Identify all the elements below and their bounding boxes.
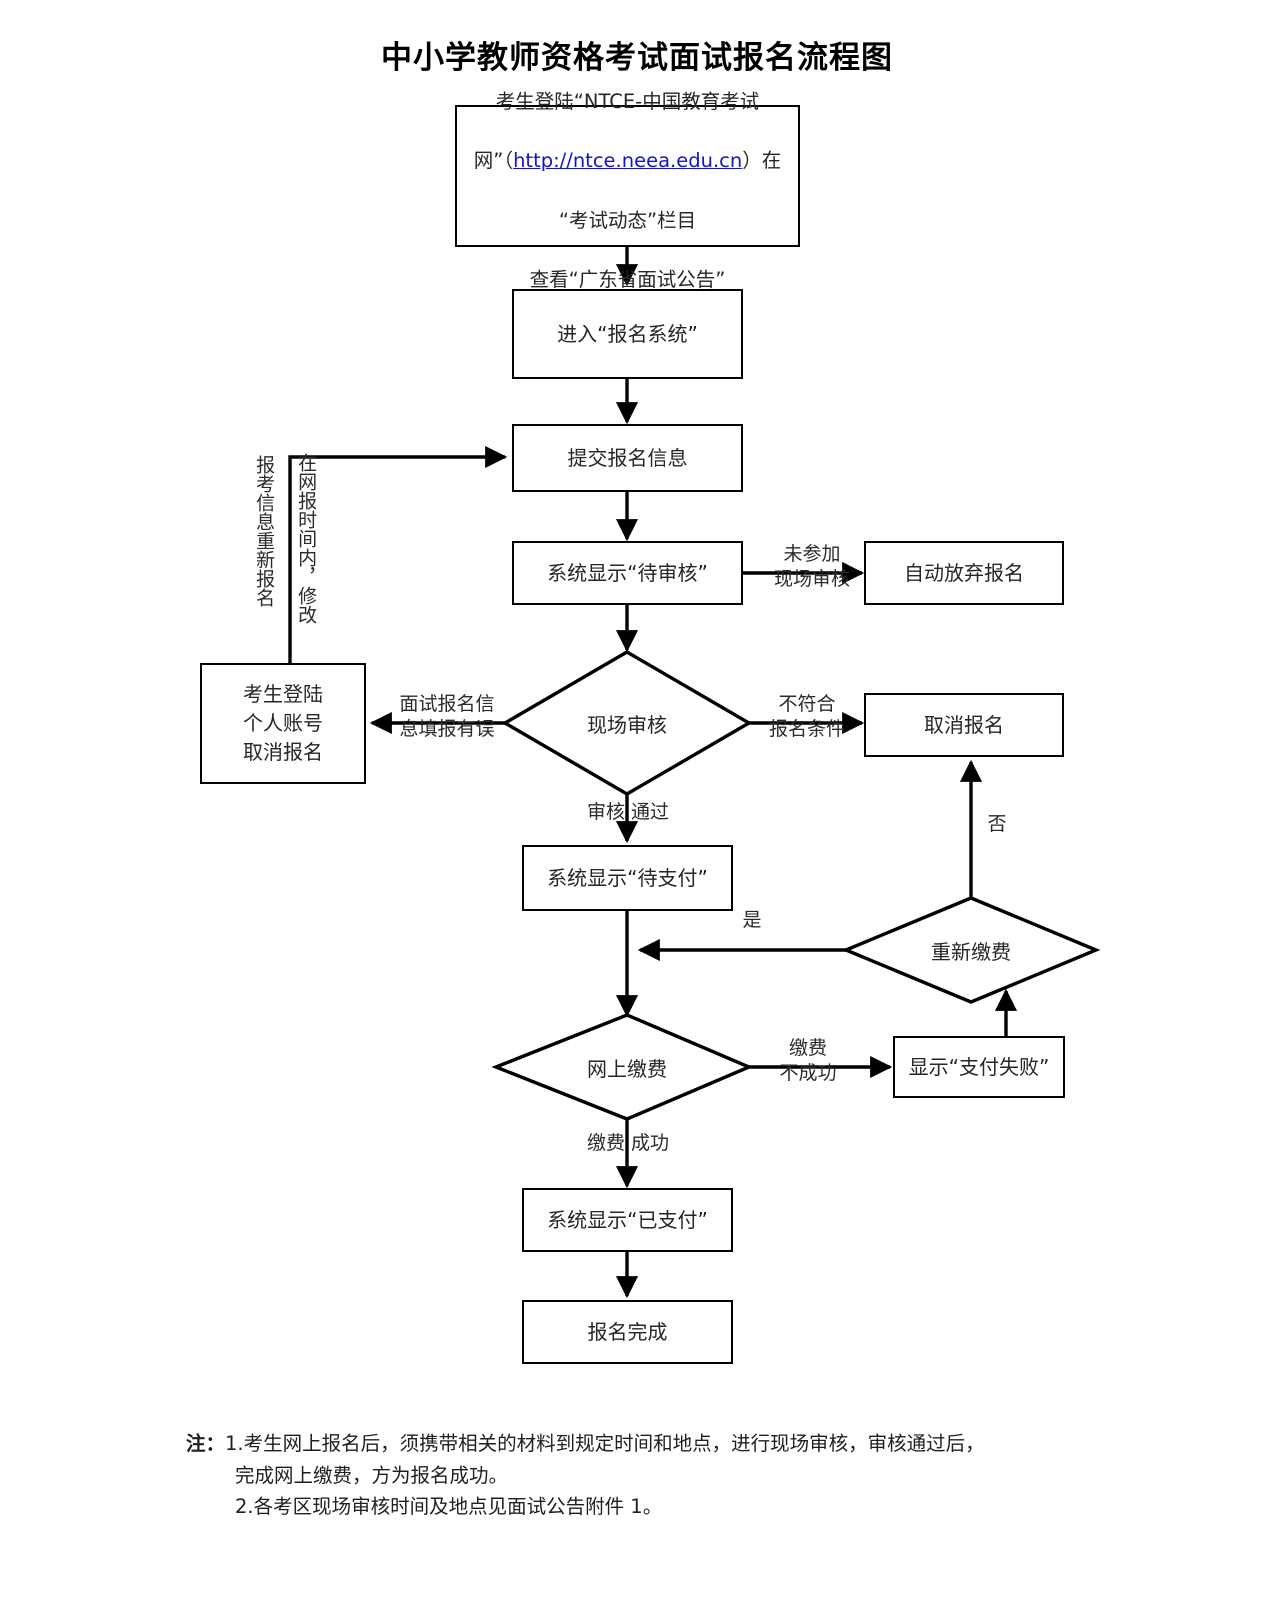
node-payment-failed-text: 显示“支付失败” — [908, 1054, 1050, 1079]
label-modify-vertical: 在网报时间内，修改 — [295, 453, 318, 624]
note-1-line-2: 完成网上缴费，方为报名成功。 — [235, 1463, 509, 1487]
node-paid-text: 系统显示“已支付” — [547, 1207, 708, 1232]
label-not-qualified: 不符合 报名条件 — [768, 693, 845, 741]
node-onsite-review-text: 现场审核 — [587, 712, 667, 737]
node-paid: 系统显示“已支付” — [522, 1188, 733, 1252]
node-enter-system-text: 进入“报名系统” — [557, 321, 698, 346]
label-not-attend-review: 未参加 现场审核 — [773, 543, 850, 591]
node-repay-text: 重新缴费 — [931, 939, 1011, 964]
node-submit-info-text: 提交报名信息 — [567, 445, 688, 470]
node-onsite-review: 现场审核 — [547, 703, 707, 743]
notes-block: 注： 1.考生网上报名后，须携带相关的材料到规定时间和地点，进行现场审核，审核通… — [186, 1428, 1196, 1523]
note-1-line-1: 1.考生网上报名后，须携带相关的材料到规定时间和地点，进行现场审核，审核通过后， — [225, 1432, 985, 1455]
diamond-onsite-review — [501, 650, 753, 796]
ntce-url-link[interactable]: http://ntce.neea.edu.cn — [513, 149, 743, 173]
start-line-1: 考生登陆“NTCE-中国教育考试 — [495, 90, 760, 114]
note-item-1: 注： 1.考生网上报名后，须携带相关的材料到规定时间和地点，进行现场审核，审核通… — [186, 1428, 1196, 1460]
node-auto-give-up-text: 自动放弃报名 — [904, 560, 1024, 585]
edge-loop-to-submit — [288, 445, 508, 663]
start-line-3: “考试动态”栏目 — [558, 208, 697, 232]
diamond-repay — [841, 896, 1101, 1004]
label-repay-yes: 是 — [742, 909, 762, 931]
node-submit-info: 提交报名信息 — [512, 424, 743, 492]
node-enter-system: 进入“报名系统” — [512, 289, 743, 379]
label-pay-success: 缴费 成功 — [586, 1132, 670, 1154]
label-review-passed: 审核 通过 — [586, 801, 670, 823]
node-pending-review-text: 系统显示“待审核” — [547, 560, 708, 585]
node-online-payment: 网上缴费 — [547, 1047, 707, 1087]
note-item-2: 2.各考区现场审核时间及地点见面试公告附件 1。 — [235, 1495, 663, 1519]
node-pending-payment: 系统显示“待支付” — [522, 845, 733, 911]
node-pending-payment-text: 系统显示“待支付” — [547, 865, 708, 890]
start-line-2-pre: 网”（ — [473, 149, 514, 173]
node-online-payment-text: 网上缴费 — [587, 1056, 667, 1081]
start-line-4: 查看“广东省面试公告” — [529, 267, 726, 291]
node-done: 报名完成 — [522, 1300, 733, 1364]
node-cancel-registration: 取消报名 — [864, 693, 1064, 757]
node-start-text: 考生登陆“NTCE-中国教育考试 网”（http://ntce.neea.edu… — [468, 58, 788, 295]
label-reapply-vertical: 报考信息重新报名 — [253, 455, 276, 607]
node-cancel-registration-text: 取消报名 — [924, 712, 1004, 737]
node-cancel-by-self: 考生登陆 个人账号 取消报名 — [200, 663, 366, 784]
diamond-online-payment — [491, 1013, 754, 1121]
node-pending-review: 系统显示“待审核” — [512, 541, 743, 605]
start-line-2-post: ）在 — [742, 149, 782, 173]
node-done-text: 报名完成 — [587, 1319, 668, 1344]
label-info-error: 面试报名信 息填报有误 — [399, 693, 495, 741]
node-repay: 重新缴费 — [891, 930, 1051, 970]
label-repay-no: 否 — [987, 813, 1007, 835]
node-payment-failed: 显示“支付失败” — [893, 1036, 1065, 1098]
node-start: 考生登陆“NTCE-中国教育考试 网”（http://ntce.neea.edu… — [455, 90, 800, 291]
label-pay-failed: 缴费 不成功 — [779, 1037, 837, 1085]
node-auto-give-up: 自动放弃报名 — [864, 541, 1064, 605]
notes-label: 注： — [186, 1432, 226, 1455]
page-title: 中小学教师资格考试面试报名流程图 — [381, 40, 893, 76]
node-cancel-by-self-text: 考生登陆 个人账号 取消报名 — [243, 682, 323, 764]
